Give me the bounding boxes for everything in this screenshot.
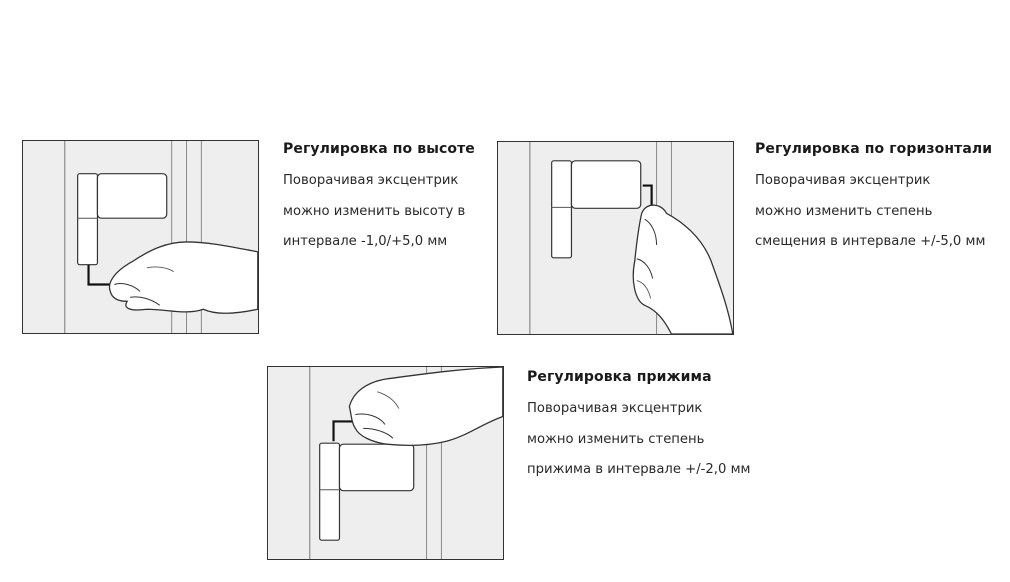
section-title: Регулировка прижима (527, 369, 712, 385)
section-line: смещения в интервале +/-5,0 мм (755, 234, 986, 249)
section-height: Регулировка по высоте Поворачивая эксцен… (283, 141, 475, 258)
section-clamp: Регулировка прижима Поворачивая эксцентр… (527, 369, 750, 486)
horizontal-adjustment-drawing (498, 142, 733, 334)
hex-key-icon (642, 184, 653, 206)
section-line: Поворачивая эксцентрик (755, 173, 931, 188)
section-line: можно изменить высоту в (283, 203, 466, 219)
section-horizontal: Регулировка по горизонтали Поворачивая э… (755, 141, 992, 258)
hand-icon (348, 367, 503, 447)
section-title: Регулировка по горизонтали (755, 141, 993, 157)
section-line: можно изменить степень (755, 203, 933, 219)
section-line: Поворачивая эксцентрик (527, 401, 703, 416)
height-adjustment-drawing (23, 141, 258, 333)
illustration-horizontal-adjustment (497, 141, 734, 335)
hand-icon (108, 241, 258, 314)
section-line: прижима в интервале +/-2,0 мм (527, 462, 751, 477)
section-line: интервале -1,0/+5,0 мм (283, 234, 448, 249)
illustration-height-adjustment (22, 140, 259, 334)
section-line: Поворачивая эксцентрик (283, 173, 459, 188)
door-hinge-icon (77, 173, 168, 266)
section-line: можно изменить степень (527, 431, 705, 447)
hand-icon (632, 204, 733, 334)
door-hinge-icon (551, 160, 642, 259)
section-title: Регулировка по высоте (283, 141, 475, 157)
door-hinge-icon (319, 442, 415, 541)
illustration-clamp-adjustment (267, 366, 504, 560)
hex-key-icon (332, 420, 358, 442)
clamp-adjustment-drawing (268, 367, 503, 559)
